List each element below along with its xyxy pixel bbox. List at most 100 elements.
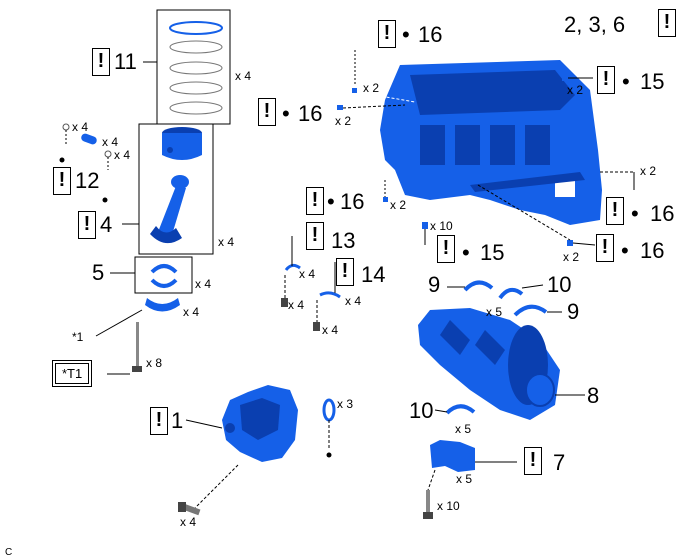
corner-mark: C <box>5 547 13 558</box>
bullet-16-left: • <box>282 101 290 126</box>
callout-14: 14 <box>361 262 386 287</box>
bullet-16-right: • <box>631 201 639 226</box>
leader-plug-left <box>342 104 406 109</box>
callout-16-top: 16 <box>418 22 443 47</box>
leader-pump-bolt <box>194 464 239 509</box>
rod-cap <box>145 298 180 312</box>
qty-plug-right: x 2 <box>567 83 584 97</box>
qty-caps: x 4 <box>183 305 200 319</box>
callout-9-right: 9 <box>567 299 580 324</box>
ring-second <box>169 40 223 54</box>
qty-plug-mid: x 2 <box>390 198 407 212</box>
thrust-washer-a <box>463 280 494 292</box>
pump-bolt <box>178 502 201 516</box>
qty-plug-top: x 2 <box>363 81 380 95</box>
plug-top <box>352 88 357 93</box>
callout-15-right: 15 <box>640 69 665 94</box>
callout-16-left: 16 <box>298 101 323 126</box>
warning-icon-7: ! <box>524 447 542 475</box>
jet14-bolt <box>313 322 320 331</box>
leader-1 <box>185 419 223 429</box>
qty-thrust-a: x 5 <box>486 305 503 319</box>
leader-star1 <box>95 309 143 337</box>
bullet-15-bot: • <box>462 240 470 265</box>
connecting-rod <box>150 175 189 244</box>
warning-icon-13: ! <box>306 222 324 250</box>
callout-16-mid: 16 <box>340 189 365 214</box>
ring-oil-2 <box>169 81 223 95</box>
callout-4: 4 <box>100 212 113 237</box>
warning-icon-1: ! <box>150 407 168 435</box>
main-bolt <box>423 490 433 519</box>
piston-rod-box <box>138 123 214 255</box>
ring-top <box>169 21 223 35</box>
qty-rings: x 4 <box>235 69 252 83</box>
callout-13: 13 <box>331 228 356 253</box>
leader-10a <box>521 284 544 289</box>
leader-10b <box>434 409 448 413</box>
callout-236: 2, 3, 6 <box>564 12 626 37</box>
ring-oil-3 <box>169 101 223 115</box>
warning-icon-16-top: ! <box>378 20 396 48</box>
bullet-16-mid: • <box>327 189 335 214</box>
main-bearing-cap <box>430 440 475 472</box>
callout-15-bot: 15 <box>480 240 505 265</box>
callout-10-top: 10 <box>547 272 572 297</box>
warning-icon-16-left: ! <box>258 98 276 126</box>
qty-oring: x 3 <box>337 397 354 411</box>
piston-pin <box>81 133 97 145</box>
callout-16-right: 16 <box>650 201 675 226</box>
callout-12: 12 <box>75 168 100 193</box>
label-star1: *1 <box>72 330 84 344</box>
leader-plug-bot <box>477 184 571 241</box>
qty-pistons: x 4 <box>218 235 235 249</box>
dot-4 <box>102 197 108 203</box>
warning-icon-14: ! <box>336 258 354 286</box>
callout-7: 7 <box>553 450 566 475</box>
qty-jet13-a: x 4 <box>299 267 316 281</box>
qty-pump-bolt: x 4 <box>180 515 197 529</box>
snap-ring-a <box>62 123 70 131</box>
callout-11: 11 <box>114 49 137 74</box>
qty-main-bolts: x 10 <box>437 499 460 513</box>
rod-bolt <box>132 322 142 372</box>
snap-ring-b <box>104 150 112 158</box>
plug-right <box>562 75 568 81</box>
qty-plug-left: x 2 <box>335 114 352 128</box>
stud <box>422 222 428 229</box>
callout-1: 1 <box>171 408 184 433</box>
warning-icon-15-right: ! <box>597 66 615 94</box>
qty-jet14-b: x 4 <box>322 323 339 337</box>
bearing-box <box>134 256 193 294</box>
callout-5: 5 <box>92 260 105 285</box>
bullet-16-bot: • <box>621 238 629 263</box>
qty-plug-rightb: x 2 <box>640 164 657 178</box>
crankshaft <box>418 308 560 420</box>
rod-bearing <box>150 264 178 288</box>
thrust-washer-b <box>498 287 524 300</box>
plug-bot <box>567 240 573 246</box>
qty-pin-a: x 4 <box>72 120 89 134</box>
jet13-bolt <box>281 298 288 307</box>
warning-icon-236: ! <box>658 9 676 37</box>
dot-12 <box>59 157 65 163</box>
qty-stud: x 10 <box>430 219 453 233</box>
warning-icon-16-bot: ! <box>596 234 614 262</box>
warning-icon-16-mid: ! <box>306 187 324 215</box>
warning-icon-11: ! <box>92 48 110 76</box>
piston-rings <box>169 21 223 115</box>
main-bearing-upper <box>445 404 476 415</box>
label-t1: *T1 <box>52 360 93 387</box>
callout-10-bot: 10 <box>409 398 434 423</box>
thrust-washer-c <box>513 304 548 317</box>
qty-thrust-b: x 5 <box>455 422 472 436</box>
callout-9-left: 9 <box>428 272 441 297</box>
piston-rings-box <box>156 9 231 125</box>
cylinder-block <box>380 60 602 225</box>
qty-jet13-b: x 4 <box>288 298 305 312</box>
warning-icon-12: ! <box>53 167 71 195</box>
label-t1-text: *T1 <box>55 363 90 384</box>
qty-jet14-a: x 4 <box>345 294 362 308</box>
